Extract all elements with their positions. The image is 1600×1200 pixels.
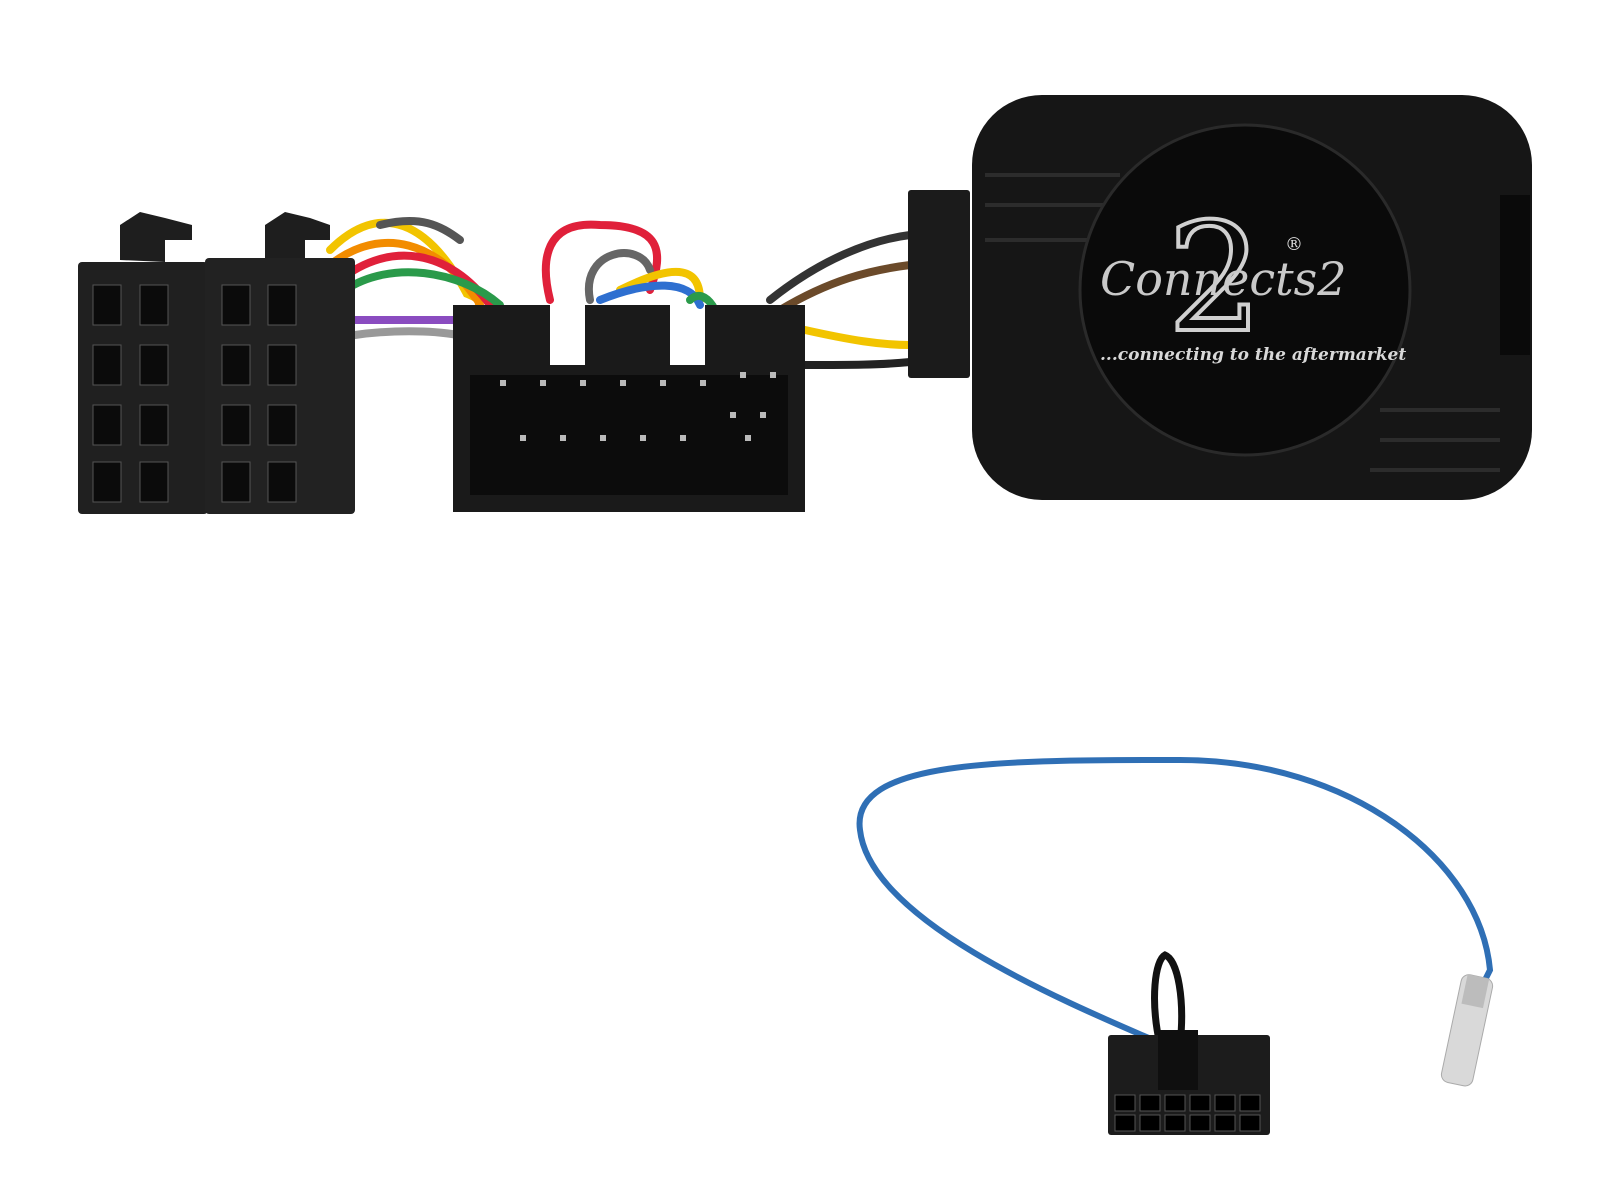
iso-connector-right xyxy=(205,212,355,514)
brand-logo: Connects2 xyxy=(1100,252,1347,306)
logo-mark: 2 xyxy=(1167,192,1262,366)
antenna-plug xyxy=(1440,974,1494,1087)
wire-bundle xyxy=(326,216,914,369)
iso-connector-left xyxy=(78,212,208,514)
tagline: ...connecting to the aftermarket xyxy=(1100,345,1406,365)
antenna-lead xyxy=(856,756,1494,1135)
interface-module: 2 Connects2 ® ...connecting to the after… xyxy=(908,95,1532,500)
vehicle-harness-connector xyxy=(453,305,805,512)
registered-mark: ® xyxy=(1285,234,1303,255)
